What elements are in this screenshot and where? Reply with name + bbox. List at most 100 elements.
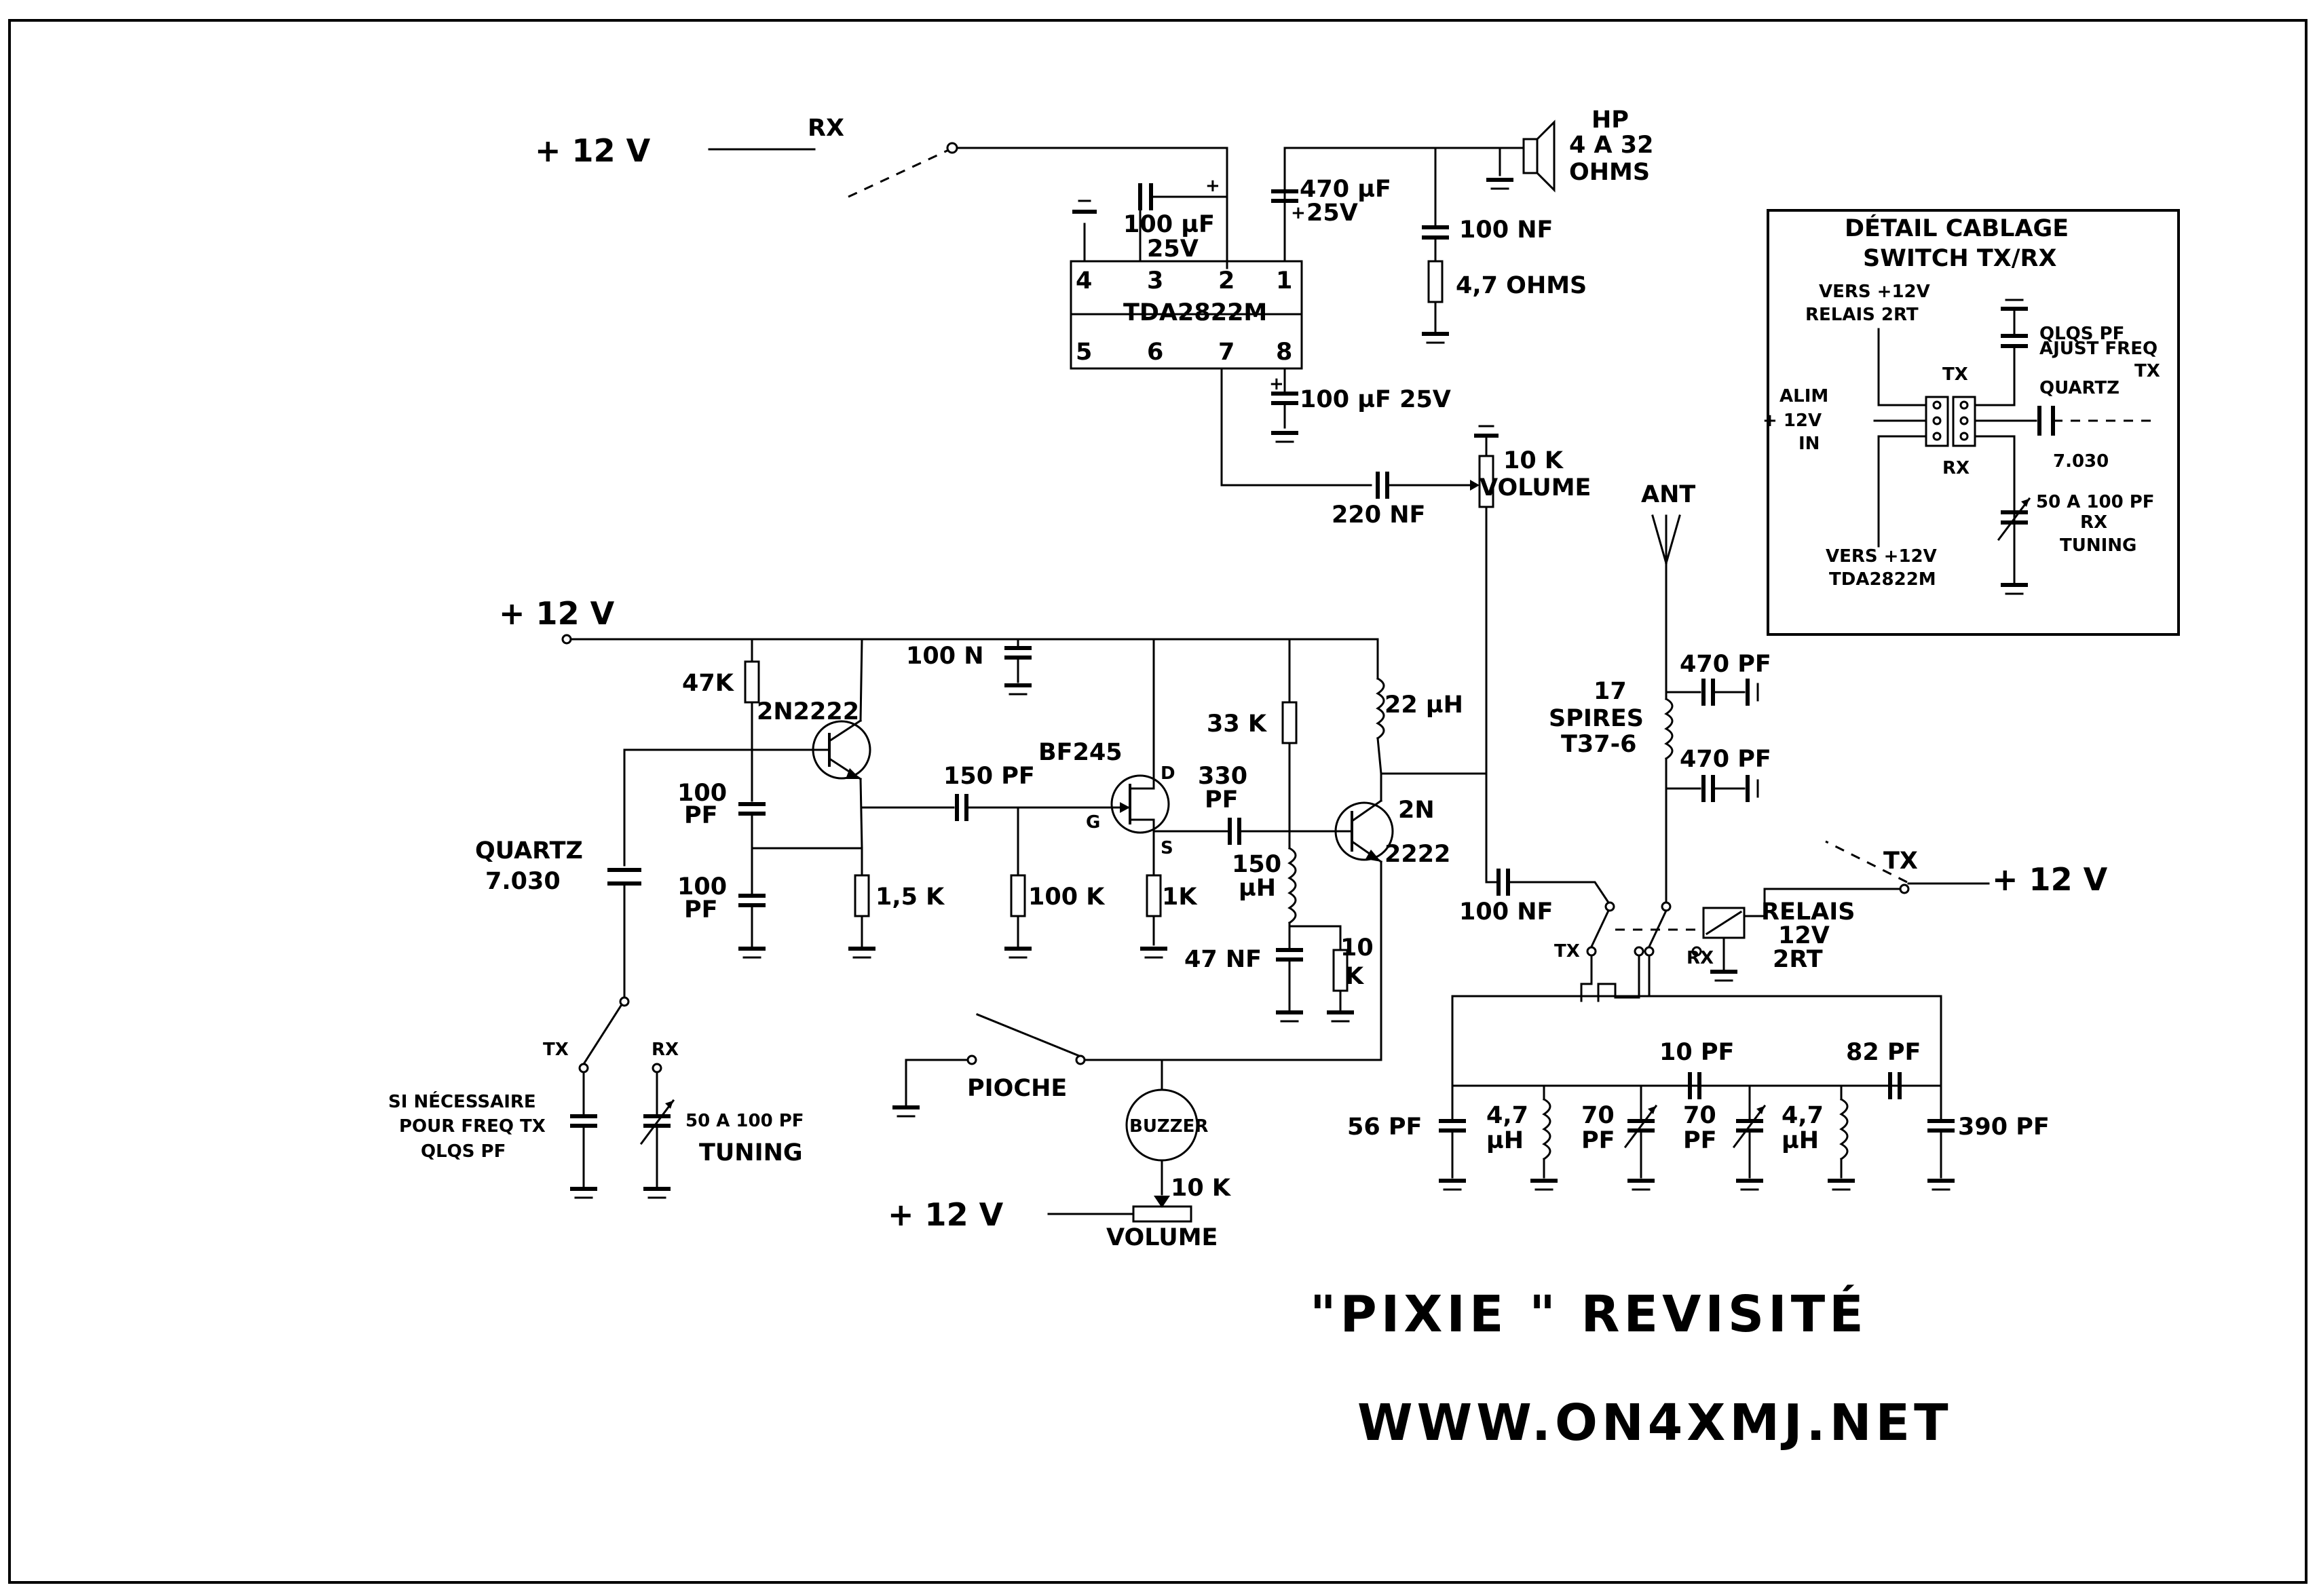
supply-osc-label: + 12 V [499, 595, 615, 632]
supply-tx-label: + 12 V [1992, 861, 2108, 898]
svg-text:100 NF: 100 NF [1459, 898, 1553, 926]
antenna-icon [1651, 514, 1681, 565]
svg-text:2222: 2222 [1384, 841, 1450, 868]
svg-text:PF: PF [684, 802, 718, 829]
svg-text:ı: ı [1137, 178, 1143, 198]
svg-text:RX: RX [652, 1040, 679, 1060]
r-47k-label: 47K [682, 670, 735, 697]
hp-label: HP [1591, 107, 1629, 134]
footer-url: WWW.ON4XMJ.NET [1357, 1394, 1953, 1452]
svg-text:TUNING: TUNING [2060, 535, 2136, 556]
svg-text:VERS +12V: VERS +12V [1826, 546, 1937, 567]
supply-buzz-label: + 12 V [888, 1196, 1004, 1233]
svg-text:VERS +12V: VERS +12V [1819, 282, 1930, 302]
svg-text:2RT: 2RT [1773, 946, 1823, 973]
svg-text:RX: RX [1942, 458, 1970, 478]
svg-text:4 A 32: 4 A 32 [1569, 132, 1654, 159]
svg-text:8: 8 [1276, 339, 1292, 366]
svg-text:AJUST FREQ: AJUST FREQ [2039, 339, 2158, 359]
svg-text:6: 6 [1147, 339, 1163, 366]
svg-text:S: S [1161, 838, 1173, 858]
svg-text:µH: µH [1239, 875, 1276, 902]
svg-text:TX: TX [1554, 941, 1580, 962]
pioche-label: PIOCHE [967, 1075, 1067, 1102]
page-border [8, 19, 2307, 1584]
svg-text:4,7 OHMS: 4,7 OHMS [1456, 272, 1587, 299]
svg-text:G: G [1086, 812, 1100, 833]
svg-text:QLQS PF: QLQS PF [2039, 324, 2124, 344]
svg-text:10 K: 10 K [1503, 447, 1564, 474]
c-220nf-label: 220 NF [1332, 501, 1425, 529]
svg-text:SWITCH TX/RX: SWITCH TX/RX [1863, 245, 2056, 272]
svg-text:22 µH: 22 µH [1384, 691, 1463, 719]
svg-text:100: 100 [677, 780, 727, 807]
svg-text:µH: µH [1782, 1127, 1819, 1154]
svg-text:470 PF: 470 PF [1680, 746, 1771, 773]
svg-text:4: 4 [1076, 267, 1092, 294]
q3-transistor [1334, 801, 1394, 861]
svg-text:7.030: 7.030 [485, 868, 561, 895]
svg-text:+ 12V: + 12V [1763, 411, 1822, 431]
svg-text:100: 100 [677, 873, 727, 900]
buzzer-volume-pot [1132, 1205, 1192, 1223]
svg-text:+: + [1205, 176, 1220, 196]
c-150pf-label: 150 PF [943, 763, 1035, 790]
keying-tuning-section: TX RX SI NÉCESSAIRE POUR FREQ TX QLQS PF… [388, 1013, 1382, 1251]
supply-top-label: + 12 V [535, 132, 651, 169]
speaker-icon [1486, 119, 1556, 193]
svg-text:TX: TX [1942, 364, 1968, 385]
svg-text:25V: 25V [1306, 200, 1358, 227]
svg-text:TX: TX [543, 1040, 569, 1060]
svg-text:2N: 2N [1398, 797, 1435, 824]
svg-text:7.030: 7.030 [2053, 451, 2109, 472]
svg-text:330: 330 [1198, 763, 1247, 790]
svg-text:10 K: 10 K [1171, 1175, 1232, 1202]
q2-jfet [1110, 774, 1170, 834]
quartz-label: QUARTZ [475, 837, 583, 864]
svg-text:17: 17 [1594, 678, 1627, 705]
detail-box [1767, 209, 2180, 636]
svg-text:QUARTZ: QUARTZ [2039, 378, 2120, 398]
svg-text:100 K: 100 K [1028, 884, 1106, 911]
svg-text:50 A 100 PF: 50 A 100 PF [2036, 492, 2155, 512]
detail-title: DÉTAIL CABLAGE [1845, 214, 2069, 242]
svg-text:12V: 12V [1778, 922, 1830, 949]
svg-text:10 PF: 10 PF [1659, 1039, 1734, 1066]
svg-text:5: 5 [1076, 339, 1092, 366]
svg-text:RELAIS 2RT: RELAIS 2RT [1805, 305, 1919, 325]
svg-text:K: K [1345, 963, 1365, 990]
svg-text:2N2222: 2N2222 [757, 698, 859, 725]
svg-text:82 PF: 82 PF [1846, 1039, 1921, 1066]
svg-text:SPIRES: SPIRES [1549, 705, 1644, 732]
svg-text:1K: 1K [1162, 884, 1198, 911]
svg-text:RX: RX [1687, 948, 1714, 968]
svg-text:RELAIS: RELAIS [1761, 898, 1855, 926]
svg-text:VOLUME: VOLUME [1106, 1224, 1218, 1251]
svg-text:47 NF: 47 NF [1184, 946, 1262, 973]
svg-text:µH: µH [1486, 1127, 1524, 1154]
svg-text:7: 7 [1218, 339, 1235, 366]
svg-text:PF: PF [1683, 1127, 1717, 1154]
svg-text:BF245: BF245 [1038, 739, 1123, 766]
svg-text:POUR FREQ TX: POUR FREQ TX [399, 1116, 546, 1137]
ic-name: TDA2822M [1123, 299, 1267, 326]
svg-text:ALIM: ALIM [1779, 386, 1828, 406]
svg-text:PF: PF [1581, 1127, 1615, 1154]
svg-text:56 PF: 56 PF [1347, 1114, 1422, 1141]
svg-text:IN: IN [1798, 434, 1820, 454]
ant-label: ANT [1641, 481, 1695, 508]
svg-text:+: + [1291, 203, 1306, 223]
svg-text:33 K: 33 K [1207, 710, 1268, 738]
svg-text:70: 70 [1581, 1102, 1615, 1129]
svg-text:470 PF: 470 PF [1680, 651, 1771, 678]
svg-text:390 PF: 390 PF [1958, 1114, 2050, 1141]
antenna-relay-section: ANT 17 SPIRES T37-6 470 PF 470 PF [1347, 481, 2108, 1191]
audio-amplifier-section: + 12 V RX 4 3 2 1 TDA2822M 5 6 7 8 ı + 1… [535, 107, 1654, 873]
svg-text:T37-6: T37-6 [1561, 731, 1636, 758]
svg-text:TX: TX [1883, 848, 1918, 875]
svg-text:+: + [1269, 374, 1284, 394]
svg-text:2: 2 [1218, 267, 1235, 294]
tuning-label: TUNING [699, 1139, 803, 1166]
svg-text:D: D [1161, 763, 1175, 784]
